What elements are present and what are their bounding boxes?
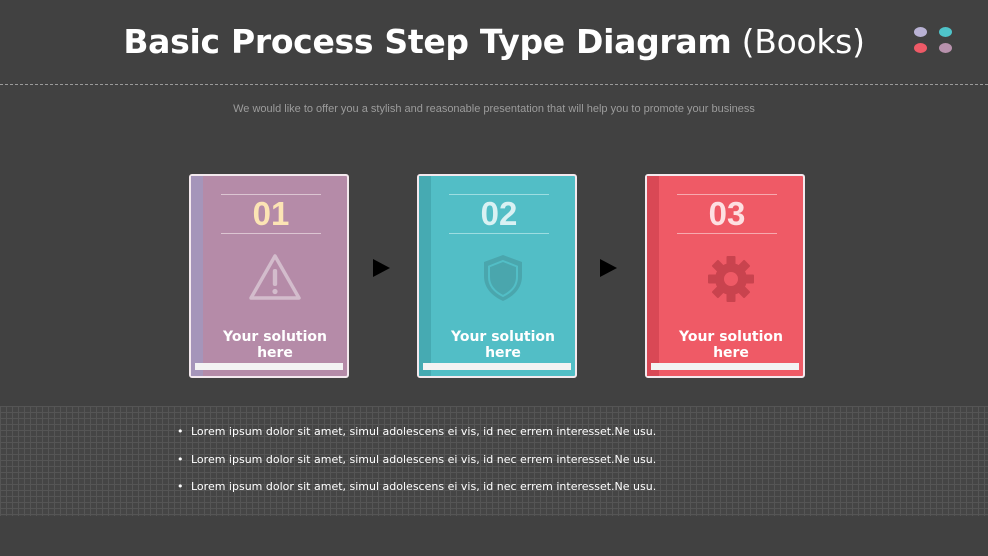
arrow-right-icon — [373, 259, 390, 277]
list-item: •Lorem ipsum dolor sit amet, simul adole… — [177, 452, 657, 466]
warning-icon — [249, 254, 301, 300]
book-pages — [195, 363, 343, 370]
logo-dot — [914, 27, 927, 37]
title-suffix: (Books) — [741, 22, 865, 61]
subtitle: We would like to offer you a stylish and… — [233, 103, 755, 115]
bullet-text: Lorem ipsum dolor sit amet, simul adoles… — [191, 452, 657, 466]
page-title: Basic Process Step Type Diagram (Books) — [0, 22, 988, 61]
bullet-list: •Lorem ipsum dolor sit amet, simul adole… — [177, 424, 656, 507]
book-pages — [423, 363, 571, 370]
bullet-text: Lorem ipsum dolor sit amet, simul adoles… — [191, 425, 657, 438]
step-label: Your solution here — [222, 329, 327, 361]
step-label: Your solution here — [678, 329, 783, 361]
book-pages — [651, 363, 799, 370]
logo-dots — [913, 27, 957, 57]
bullet-band — [0, 406, 988, 516]
logo-dot — [914, 43, 927, 53]
header-divider — [0, 84, 988, 85]
step-number: 03 — [677, 194, 777, 234]
gear-icon — [708, 256, 754, 302]
logo-dot — [939, 43, 952, 53]
step-label: Your solution here — [450, 329, 555, 361]
bullet-text: Lorem ipsum dolor sit amet, simul adoles… — [191, 480, 657, 493]
step-book-1: 01 Your solution here — [189, 174, 349, 378]
book-spine — [647, 176, 659, 376]
step-number: 02 — [449, 194, 549, 234]
book-spine — [191, 176, 203, 376]
step-book-3: 03 Your solution here — [645, 174, 805, 378]
title-main: Basic Process Step Type Diagram — [123, 22, 732, 61]
list-item: •Lorem ipsum dolor sit amet, simul adole… — [177, 480, 657, 493]
list-item: •Lorem ipsum dolor sit amet, simul adole… — [177, 425, 657, 438]
shield-icon — [484, 255, 522, 301]
step-book-2: 02 Your solution here — [417, 174, 577, 378]
book-spine — [419, 176, 431, 376]
arrow-right-icon — [600, 259, 617, 277]
step-number: 01 — [221, 194, 321, 234]
logo-dot — [939, 27, 952, 37]
